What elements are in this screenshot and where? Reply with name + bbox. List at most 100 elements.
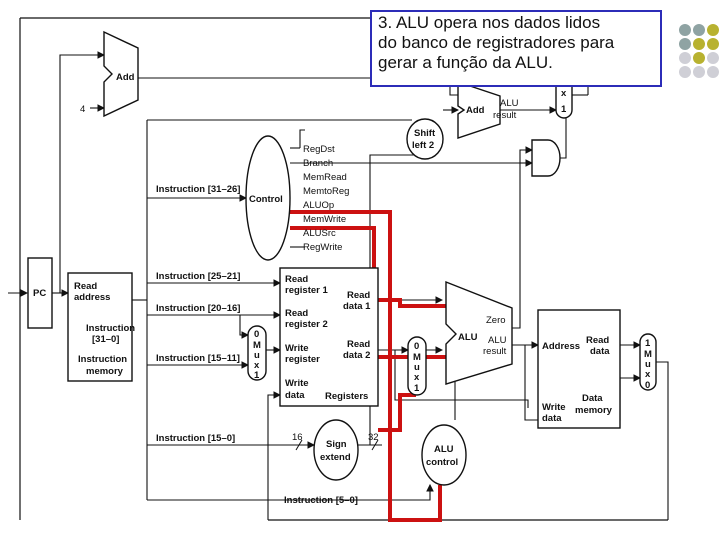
signal-aluop: ALUOp: [303, 200, 334, 211]
shift-left-label-1: Shift: [414, 128, 436, 139]
alusrc-mux-labels: 0 M u x 1: [413, 341, 421, 394]
alusrc-mux-x: x: [414, 372, 420, 383]
register-file: [279, 267, 379, 407]
branch-alu-result-1: ALU: [500, 98, 519, 109]
decorative-dot: [679, 24, 691, 36]
control-signal-list: RegDst Branch MemRead MemtoReg ALUOp Mem…: [303, 144, 349, 253]
decorative-dot: [693, 38, 705, 50]
reg-write-data-2: data: [285, 390, 305, 401]
dmem-address: Address: [542, 341, 580, 352]
instruction-memory: [67, 272, 133, 382]
alusrc-mux-0: 0: [414, 341, 419, 352]
alu-control-unit: [421, 424, 467, 486]
instr-5-0: Instruction [5–0]: [284, 495, 358, 506]
decorative-dot: [693, 24, 705, 36]
decorative-dot: [707, 38, 719, 50]
alusrc-mux-m: M: [413, 352, 421, 363]
reg-read-reg1-2: register 1: [285, 285, 328, 296]
instr-15-0: Instruction [15–0]: [156, 433, 235, 444]
dmem-read-data-2: data: [590, 346, 610, 357]
decorative-dot: [707, 52, 719, 64]
pc-register: [27, 257, 53, 329]
annotation-line-3: gerar a função da ALU.: [378, 53, 553, 72]
memtoreg-mux-x: x: [645, 369, 651, 380]
reg-read-reg2-1: Read: [285, 308, 308, 319]
sign-extend-label-2: extend: [320, 452, 351, 463]
dmem-write-data-2: data: [542, 413, 562, 424]
pc-mux-1: 1: [561, 104, 567, 115]
reg-read-data2-1: Read: [347, 339, 370, 350]
signal-regdst: RegDst: [303, 144, 335, 155]
decorative-dot: [679, 52, 691, 64]
decorative-dot: [679, 38, 691, 50]
reg-read-reg2-2: register 2: [285, 319, 328, 330]
data-memory: [537, 309, 621, 429]
regdst-mux-u: u: [254, 350, 260, 361]
alu-control-label-2: control: [426, 457, 458, 468]
reg-write-data-1: Write: [285, 378, 309, 389]
reg-read-reg1-1: Read: [285, 274, 308, 285]
sign-extend-unit: [313, 419, 359, 481]
highlight-path: [290, 210, 446, 522]
memtoreg-mux-u: u: [645, 359, 651, 370]
annotation-box: 3. ALU opera nos dados lidos do banco de…: [370, 10, 662, 87]
instr-31-26: Instruction [31–26]: [156, 184, 240, 195]
alu-control-label-1: ALU: [434, 444, 454, 455]
memtoreg-mux-m: M: [644, 349, 652, 360]
memtoreg-mux-labels: 1 M u x 0: [644, 338, 652, 391]
reg-write-reg-1: Write: [285, 343, 309, 354]
regdst-mux-x: x: [254, 360, 260, 371]
memtoreg-mux: [639, 333, 657, 391]
regdst-mux-m: M: [253, 340, 261, 351]
imem-instruction-1: Instruction: [86, 323, 135, 334]
branch-adder: [457, 81, 501, 139]
branch-alu-result-2: result: [493, 110, 517, 121]
bus-tick-16: [295, 439, 303, 451]
reg-read-data2-2: data 2: [343, 350, 370, 361]
pc-adder: [103, 30, 139, 118]
pc-label: PC: [33, 288, 46, 299]
sign-extend-label-1: Sign: [326, 439, 347, 450]
constant-four: 4: [80, 104, 85, 115]
imem-read-address-2: address: [74, 292, 110, 303]
regdst-mux-0: 0: [254, 329, 259, 340]
sign-extend-out-bits: 32: [368, 432, 379, 443]
instr-15-11: Instruction [15–11]: [156, 353, 240, 364]
alusrc-mux-1: 1: [414, 383, 420, 394]
reg-write-reg-2: register: [285, 354, 320, 365]
decorative-dot: [707, 66, 719, 78]
dmem-title-1: Data: [582, 393, 603, 404]
memtoreg-mux-0: 0: [645, 380, 650, 391]
registers-title: Registers: [325, 391, 368, 402]
decorative-dot: [693, 66, 705, 78]
bus-tick-32: [371, 439, 379, 451]
dmem-read-data-1: Read: [586, 335, 609, 346]
pc-mux-x: x: [561, 88, 567, 99]
imem-read-address-1: Read: [74, 281, 97, 292]
pc-adder-label: Add: [116, 72, 135, 83]
alu-label: ALU: [458, 332, 478, 343]
signal-alusrc: ALUSrc: [303, 228, 336, 239]
signal-regwrite: RegWrite: [303, 242, 342, 253]
regdst-mux-1: 1: [254, 370, 260, 381]
shift-left-label-2: left 2: [412, 140, 434, 151]
branch-and-gate: [531, 139, 561, 177]
memtoreg-mux-1: 1: [645, 338, 651, 349]
control-unit: [245, 135, 291, 261]
instr-25-21: Instruction [25–21]: [156, 271, 240, 282]
decorative-dot: [679, 66, 691, 78]
decorative-dot: [693, 52, 705, 64]
imem-title-1: Instruction: [78, 354, 127, 365]
frame-lines: [19, 17, 668, 521]
dmem-write-data-1: Write: [542, 402, 566, 413]
branch-adder-label: Add: [466, 105, 485, 116]
shift-left-2: [406, 118, 444, 160]
alusrc-mux-u: u: [414, 362, 420, 373]
signal-memread: MemRead: [303, 172, 347, 183]
reg-read-data1-2: data 1: [343, 301, 371, 312]
annotation-line-1: 3. ALU opera nos dados lidos: [378, 13, 601, 32]
alu-result-2: result: [483, 346, 507, 357]
control-label: Control: [249, 194, 283, 205]
reg-read-data1-1: Read: [347, 290, 370, 301]
